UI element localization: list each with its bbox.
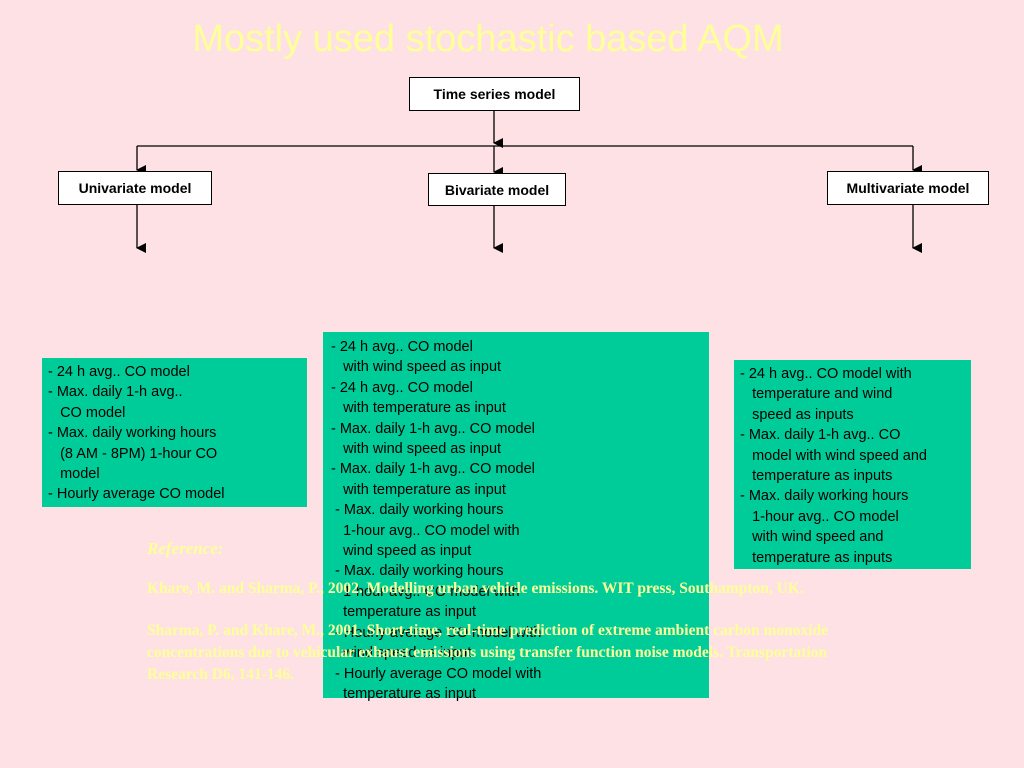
list-item: - Hourly average CO model <box>48 486 225 503</box>
list-item: - Max. daily working hours <box>331 563 504 580</box>
reference-heading: Reference: <box>147 539 224 558</box>
list-item: model <box>48 466 100 483</box>
reference-entry: Sharma, P. and Khare, M., 2001. Short-ti… <box>147 622 829 683</box>
bivariate-model-list: - 24 h avg.. CO model with wind speed as… <box>323 332 709 702</box>
list-item: - Hourly average CO model with <box>331 624 542 641</box>
list-item: temperature as inputs <box>740 549 893 566</box>
list-item: with wind speed as input <box>331 441 502 458</box>
list-item: - Max. daily working hours <box>331 502 504 519</box>
time-series-model-box: Time series model <box>409 77 580 111</box>
reference-section: Reference: Khare, M. and Sharma, P., 200… <box>147 538 867 706</box>
list-item: temperature as inputs <box>740 468 893 485</box>
list-item: 1-hour avg.. CO model with <box>331 522 520 539</box>
list-item: temperature as input <box>331 604 477 621</box>
list-item: - Max. daily 1-h avg.. CO model <box>331 420 535 437</box>
multivariate-model-list: - 24 h avg.. CO model with temperature a… <box>734 360 971 569</box>
list-item: (8 AM - 8PM) 1-hour CO <box>48 445 218 462</box>
bivariate-items: - 24 h avg.. CO model with wind speed as… <box>331 337 709 704</box>
list-item: 1-hour avg.. CO model with <box>331 583 520 600</box>
list-item: model with wind speed and <box>740 447 927 464</box>
list-item: with temperature as input <box>331 400 506 417</box>
list-item: - 24 h avg.. CO model <box>331 339 473 355</box>
list-item: with temperature as input <box>331 481 506 498</box>
bivariate-model-box: Bivariate model <box>428 173 566 206</box>
list-item: 1-hour avg.. CO model <box>740 508 899 525</box>
univariate-items: - 24 h avg.. CO model - Max. daily 1-h a… <box>48 362 307 505</box>
list-item: - Max. daily working hours <box>740 488 909 505</box>
multivariate-model-box: Multivariate model <box>827 171 989 205</box>
univariate-model-list: - 24 h avg.. CO model - Max. daily 1-h a… <box>42 358 307 507</box>
list-item: speed as inputs <box>740 406 854 423</box>
list-item: - 24 h avg.. CO model <box>331 379 473 396</box>
list-item: temperature as input <box>331 685 477 702</box>
list-item: CO model <box>48 404 126 421</box>
list-item: - Max. daily 1-h avg.. CO <box>740 427 901 444</box>
slide-title: Mostly used stochastic based AQM <box>192 18 784 60</box>
multivariate-items: - 24 h avg.. CO model with temperature a… <box>740 364 971 568</box>
list-item: - Hourly average CO model with <box>331 665 542 682</box>
list-item: with wind speed and <box>740 529 884 546</box>
univariate-model-box: Univariate model <box>58 171 212 205</box>
list-item: - Max. daily working hours <box>48 425 217 442</box>
list-item: - 24 h avg.. CO model <box>48 364 190 380</box>
list-item: - 24 h avg.. CO model with <box>740 366 912 382</box>
list-item: - Max. daily 1-h avg.. <box>48 384 183 401</box>
reference-entry: Khare, M. and Sharma, P., 2002. Modellin… <box>147 580 804 597</box>
list-item: - Max. daily 1-h avg.. CO model <box>331 461 535 478</box>
list-item: temperature and wind <box>740 386 893 403</box>
list-item: wind speed as input <box>331 645 472 662</box>
list-item: wind speed as input <box>331 543 472 560</box>
list-item: with wind speed as input <box>331 359 502 376</box>
